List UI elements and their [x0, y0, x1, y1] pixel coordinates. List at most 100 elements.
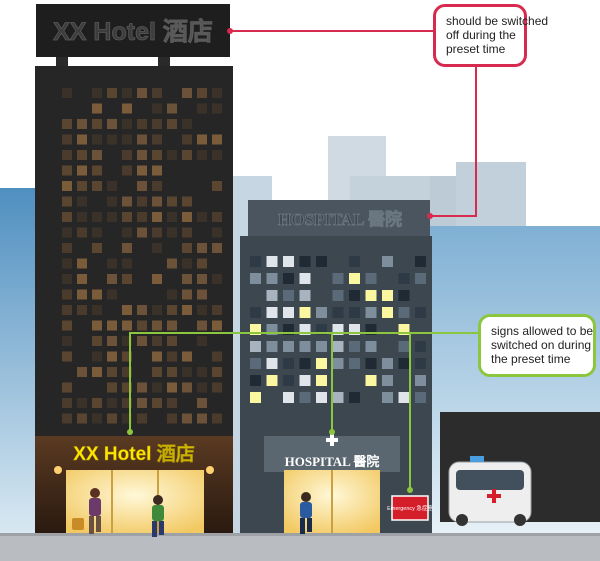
hotel-window [77, 398, 87, 408]
callout-off-line-3: preset time [446, 42, 506, 56]
hotel-window [107, 258, 117, 269]
hotel-window [152, 150, 162, 160]
hotel-window [62, 227, 72, 238]
hotel-window [92, 165, 102, 176]
hospital-window [382, 375, 393, 386]
hotel-window [92, 103, 102, 114]
hospital-window [283, 273, 294, 284]
hotel-window [152, 119, 162, 129]
hospital-window [365, 307, 377, 318]
hotel-window [167, 258, 177, 269]
hotel-window [152, 181, 162, 191]
hotel-window [62, 398, 72, 408]
hotel-window [107, 413, 117, 424]
hospital-window [349, 273, 360, 284]
hospital-window [266, 273, 278, 284]
hotel-window [212, 134, 222, 145]
hotel-window [167, 336, 177, 346]
hospital-window [250, 341, 261, 352]
hotel-window [137, 320, 147, 331]
hospital-window [250, 358, 261, 369]
hospital-window [299, 375, 311, 386]
hotel-rooftop-sign-text: XX Hotel 酒店 [53, 18, 213, 46]
hotel-window [122, 367, 132, 377]
hotel-window [92, 212, 102, 222]
hotel-window [92, 134, 102, 145]
hotel-window [122, 382, 132, 393]
hotel-window [92, 181, 102, 191]
hotel-window [92, 243, 102, 253]
hotel-window [62, 382, 72, 393]
hotel-window [167, 305, 177, 315]
hotel-window [167, 398, 177, 408]
hotel-window [182, 351, 192, 362]
hospital-window [250, 324, 261, 335]
hotel-window [62, 119, 72, 129]
hotel-window [122, 243, 132, 253]
hospital-window [283, 307, 294, 318]
hotel-window [197, 212, 207, 222]
hotel-window [92, 88, 102, 98]
hospital-building: HOSPITAL 醫院 HOSPITAL 醫院 Emergency 急症室 [240, 200, 433, 533]
hospital-window [332, 307, 344, 318]
hotel-windows [62, 88, 222, 424]
hotel-window [137, 413, 147, 424]
hotel-window [182, 88, 192, 98]
hospital-window [266, 341, 278, 352]
hotel-window [212, 274, 222, 284]
hotel-window [77, 150, 87, 160]
hospital-window [382, 358, 393, 369]
hotel-window [182, 212, 192, 222]
hotel-window [122, 119, 132, 129]
hospital-window [382, 392, 393, 403]
hotel-window [122, 398, 132, 408]
hotel-window [77, 413, 87, 424]
hotel-window [122, 320, 132, 331]
hospital-window [398, 324, 410, 335]
hotel-window [107, 289, 117, 300]
hotel-window [137, 398, 147, 408]
hotel-window [77, 367, 87, 377]
hotel-window [62, 336, 72, 346]
hotel-window [197, 305, 207, 315]
emergency-marker [407, 487, 413, 493]
hotel-window [212, 243, 222, 253]
hotel-window [137, 165, 147, 176]
hotel-window [62, 258, 72, 269]
hotel-window [92, 367, 102, 377]
hotel-window [212, 413, 222, 424]
hotel-window [167, 119, 177, 129]
hospital-window [299, 256, 311, 267]
hotel-window [107, 336, 117, 346]
hotel-window [137, 196, 147, 207]
hotel-window [122, 336, 132, 346]
hospital-window [365, 324, 377, 335]
hotel-window [212, 305, 222, 315]
hotel-window [197, 382, 207, 393]
hotel-lobby: XX Hotel 酒店 [35, 436, 233, 533]
hotel-window [62, 413, 72, 424]
hospital-window [299, 290, 311, 301]
hotel-window [107, 119, 117, 129]
hospital-window [398, 307, 410, 318]
hotel-window [107, 181, 117, 191]
hospital-window [415, 375, 426, 386]
hotel-window [212, 320, 222, 331]
hotel-window [152, 398, 162, 408]
hotel-window [77, 196, 87, 207]
hotel-window [137, 227, 147, 238]
hotel-window [77, 119, 87, 129]
hotel-window [197, 150, 207, 160]
hospital-window [299, 341, 311, 352]
hotel-window [107, 367, 117, 377]
hotel-window [137, 181, 147, 191]
hotel-window [92, 119, 102, 129]
hotel-window [62, 134, 72, 145]
hospital-window [283, 290, 294, 301]
hotel-window [122, 212, 132, 222]
hotel-window [212, 351, 222, 362]
hotel-window [152, 88, 162, 98]
hotel-window [182, 413, 192, 424]
hotel-window [122, 351, 132, 362]
hotel-window [182, 150, 192, 160]
